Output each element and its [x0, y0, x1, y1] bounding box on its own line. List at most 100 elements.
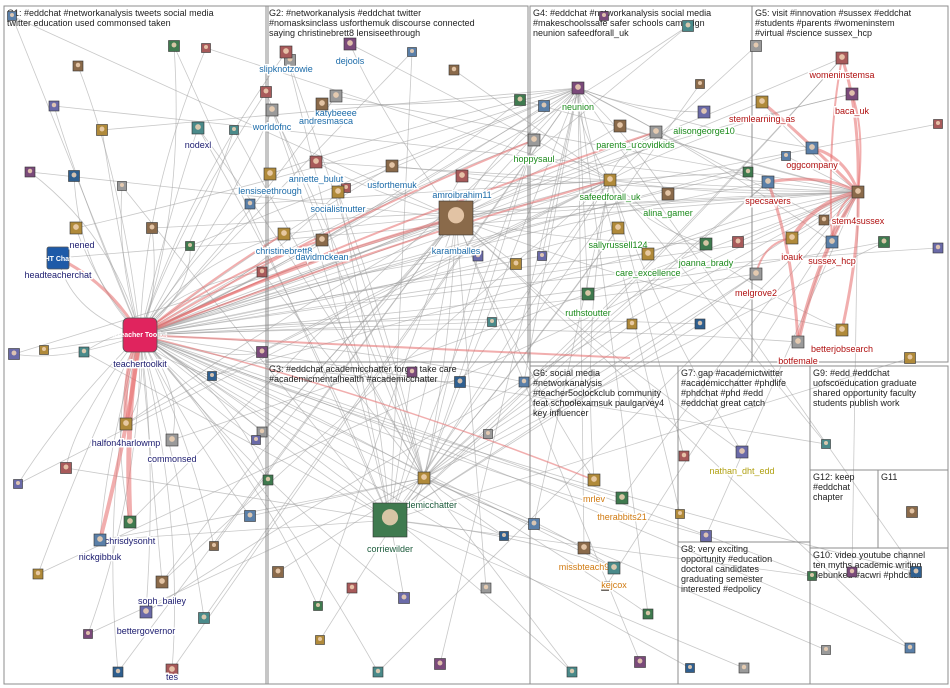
avatar-thumbnail[interactable]: [198, 612, 210, 624]
node-baca-uk[interactable]: baca_uk: [833, 87, 871, 118]
node-halfon4harlowmp[interactable]: halfon4harlowmp: [90, 417, 162, 450]
avatar-thumbnail[interactable]: [256, 266, 268, 278]
avatar-thumbnail[interactable]: [904, 642, 916, 654]
avatar-thumbnail[interactable]: [738, 662, 750, 674]
avatar-thumbnail[interactable]: [538, 100, 550, 112]
node-tes[interactable]: tes: [164, 663, 180, 684]
node-sussex-hcp[interactable]: sussex_hcp: [807, 235, 857, 268]
node-neunion[interactable]: neunion: [560, 81, 596, 114]
avatar-thumbnail[interactable]: [599, 11, 609, 21]
avatar-thumbnail[interactable]: [518, 376, 530, 388]
avatar-thumbnail[interactable]: [398, 592, 410, 604]
avatar-thumbnail[interactable]: [846, 566, 858, 578]
avatar-thumbnail[interactable]: [818, 214, 830, 226]
avatar-thumbnail[interactable]: [346, 582, 358, 594]
node-bettergovernor[interactable]: bettergovernor: [115, 605, 177, 638]
avatar-thumbnail[interactable]: [904, 352, 916, 364]
avatar-thumbnail[interactable]: [483, 429, 493, 439]
avatar-thumbnail[interactable]: [256, 426, 268, 438]
avatar-thumbnail[interactable]: [807, 571, 817, 581]
node-care-excellence[interactable]: care_excellence: [614, 247, 682, 280]
avatar-thumbnail[interactable]: [694, 318, 706, 330]
avatar-thumbnail[interactable]: [256, 346, 268, 358]
node-mrlev[interactable]: mrlev: [582, 473, 607, 506]
avatar-thumbnail[interactable]: [732, 236, 744, 248]
node-commonsed[interactable]: commonsed: [146, 433, 198, 466]
avatar-thumbnail[interactable]: [906, 506, 918, 518]
avatar-thumbnail[interactable]: [8, 348, 20, 360]
node-safeedforall-uk[interactable]: safeedforall_uk: [578, 173, 643, 204]
avatar-thumbnail[interactable]: [313, 601, 323, 611]
node-kejcox[interactable]: kejcox: [600, 561, 629, 592]
node-slipknotzowie[interactable]: slipknotzowie: [258, 45, 314, 76]
node-usforthemuk[interactable]: usforthemuk: [366, 159, 419, 192]
avatar-thumbnail[interactable]: [83, 629, 93, 639]
avatar-thumbnail[interactable]: [146, 222, 158, 234]
avatar-thumbnail[interactable]: [96, 124, 108, 136]
avatar-thumbnail[interactable]: [244, 510, 256, 522]
avatar-thumbnail[interactable]: [821, 645, 831, 655]
avatar-thumbnail[interactable]: [209, 541, 219, 551]
avatar-thumbnail[interactable]: [933, 119, 943, 129]
avatar-thumbnail[interactable]: [13, 479, 23, 489]
node-specsavers[interactable]: specsavers: [744, 175, 793, 208]
node-ruthstoutter[interactable]: ruthstoutter: [564, 287, 612, 320]
avatar-thumbnail[interactable]: [251, 435, 261, 445]
avatar-thumbnail[interactable]: [910, 566, 922, 578]
avatar-thumbnail[interactable]: [39, 345, 49, 355]
node-betterjobsearch[interactable]: betterjobsearch: [809, 323, 875, 356]
node-missbteach9[interactable]: missbteach9: [557, 541, 611, 574]
avatar-thumbnail[interactable]: [407, 47, 417, 57]
avatar-thumbnail[interactable]: [315, 635, 325, 645]
avatar-thumbnail[interactable]: [499, 531, 509, 541]
avatar-thumbnail[interactable]: [685, 663, 695, 673]
avatar-thumbnail[interactable]: [675, 509, 685, 519]
node-andresmasca[interactable]: andresmasca: [297, 97, 355, 128]
node-parents-utd[interactable]: parents_utd: [595, 119, 645, 152]
avatar-thumbnail[interactable]: [78, 346, 90, 358]
node-christinebrett8[interactable]: christinebrett8: [254, 227, 314, 258]
avatar-thumbnail[interactable]: [514, 94, 526, 106]
avatar-thumbnail[interactable]: [448, 64, 460, 76]
avatar-thumbnail[interactable]: [117, 181, 127, 191]
avatar-thumbnail[interactable]: [472, 250, 484, 262]
avatar-thumbnail[interactable]: [372, 666, 384, 678]
avatar-thumbnail[interactable]: [68, 170, 80, 182]
avatar-thumbnail[interactable]: [932, 242, 944, 254]
avatar-thumbnail[interactable]: [168, 40, 180, 52]
node-sallyrussell124[interactable]: sallyrussell124: [587, 221, 649, 252]
node-nodexl[interactable]: nodexl: [183, 121, 213, 152]
node-oggcompany[interactable]: oggcompany: [785, 141, 840, 172]
node-worldofnc[interactable]: worldofnc: [250, 103, 293, 134]
node-annette-bulut[interactable]: annette_bulut: [287, 155, 345, 186]
avatar-thumbnail[interactable]: [700, 530, 712, 542]
node-chrisdysonht[interactable]: chrisdysonht: [103, 515, 157, 548]
avatar-thumbnail[interactable]: [434, 658, 446, 670]
node-nickgibbuk[interactable]: nickgibbuk: [77, 533, 123, 564]
avatar-thumbnail[interactable]: [750, 40, 762, 52]
avatar-thumbnail[interactable]: [601, 581, 611, 591]
avatar-thumbnail[interactable]: [201, 43, 211, 53]
node-davidmckean[interactable]: davidmckean: [294, 233, 350, 264]
avatar-thumbnail[interactable]: [566, 666, 578, 678]
node-womeninstemsa[interactable]: womeninstemsa: [807, 51, 876, 82]
avatar-thumbnail[interactable]: [480, 582, 492, 594]
avatar-thumbnail[interactable]: [510, 258, 522, 270]
avatar-thumbnail[interactable]: [642, 608, 654, 620]
avatar-thumbnail[interactable]: [682, 20, 694, 32]
node-corriewilder[interactable]: corriewilder: [365, 502, 415, 556]
node-soph-bailey[interactable]: soph_bailey: [136, 575, 188, 608]
avatar-thumbnail[interactable]: [781, 151, 791, 161]
node-melgrove2[interactable]: melgrove2: [733, 267, 779, 300]
node-ioauk[interactable]: ioauk: [780, 231, 805, 264]
avatar-thumbnail[interactable]: [537, 251, 547, 261]
node-covidkids[interactable]: covidkids: [636, 125, 677, 152]
node-joanna-brady[interactable]: joanna_brady: [676, 237, 735, 270]
avatar-thumbnail[interactable]: [695, 79, 705, 89]
avatar-thumbnail[interactable]: [72, 60, 84, 72]
node-stem4sussex[interactable]: stem4sussex: [830, 185, 886, 228]
avatar-thumbnail[interactable]: [454, 376, 466, 388]
node-stemlearning-as[interactable]: stemlearning_as: [727, 95, 797, 126]
